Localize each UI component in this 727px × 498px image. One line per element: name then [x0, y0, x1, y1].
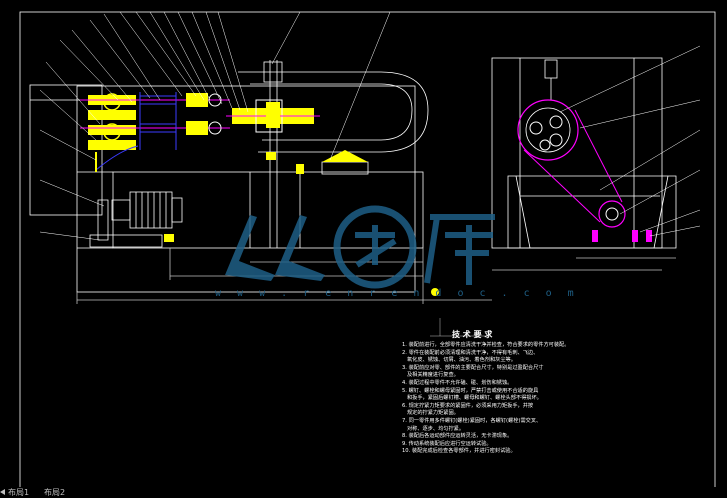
technical-requirement-item: 10. 装配完成后检查各零部件，并进行密封试验。: [402, 448, 516, 455]
machine-bed: [112, 171, 424, 249]
technical-requirement-item: 6. 规定拧紧力矩要求的紧固件，必须采用力矩扳手，并按: [402, 402, 534, 409]
technical-requirement-item: 对称、逐步、均匀拧紧。: [402, 425, 465, 432]
watermark-url: w w w . r e n r e n d o c . c o m: [215, 288, 579, 299]
side-base: [507, 175, 677, 249]
tab-scroll-left-icon[interactable]: [0, 489, 5, 495]
technical-requirements-title: 技 术 要 求: [452, 330, 493, 339]
layout-tab-bar: 布局1 布局2: [0, 487, 727, 498]
technical-requirement-item: 5. 螺钉、螺栓和螺母紧固时，严禁打击或使用不合适的旋具: [402, 387, 539, 394]
tab-layout-1[interactable]: 布局1: [8, 488, 30, 497]
technical-requirement-item: 9. 传动系统装配后应进行空运转试验。: [402, 440, 492, 447]
technical-requirement-item: 3. 装配前应对零、部件的主要配合尺寸，特别是过盈配合尺寸: [402, 364, 544, 371]
leader-lines: [39, 11, 391, 241]
technical-requirement-item: 2. 零件在装配前必须清理和清洗干净，不得有毛刺、飞边、: [402, 349, 539, 356]
tab-layout-2[interactable]: 布局2: [44, 488, 66, 497]
c-frame-arm: [238, 71, 429, 153]
side-leader-lines: [559, 45, 701, 237]
belt-upper: [574, 109, 623, 203]
technical-requirement-item: 1. 装配前进行，全部零件应清洗干净并检查，符合要求的零件方可装配。: [402, 342, 570, 348]
gear-assembly: [80, 92, 230, 172]
technical-requirement-item: 7. 同一零件用多件螺钉(螺栓)紧固时，各螺钉(螺栓)需交叉、: [402, 417, 542, 424]
belt-lower: [523, 149, 601, 223]
technical-requirement-item: 4. 装配过程中零件不允许磕、碰、划伤和锈蚀。: [402, 379, 513, 386]
large-pulley: [517, 99, 579, 161]
pulley-system: [517, 99, 652, 242]
side-housing: [491, 57, 663, 249]
technical-requirement-item: 和扳手，紧固后螺钉槽、螺母和螺钉、螺栓头部不得损坏。: [402, 395, 542, 402]
technical-requirements-list: 1. 装配前进行，全部零件应清洗干净并检查，符合要求的零件方可装配。2. 零件在…: [402, 342, 702, 456]
base-plate: [89, 234, 163, 248]
technical-requirement-item: 氧化皮、锈蚀、切屑、油污、着色剂和灰尘等。: [402, 357, 516, 364]
dimension-ticks: [430, 318, 490, 337]
spindle-head: [164, 99, 439, 296]
technical-requirement-item: 及相关精度进行复查。: [402, 372, 459, 379]
small-pulley: [598, 200, 626, 228]
technical-requirement-item: 8. 装配后各运动部件应运转灵活，无卡滞现象。: [402, 433, 513, 440]
technical-requirement-item: 规定的拧紧力矩紧固。: [402, 410, 459, 417]
base-frame: [76, 85, 416, 293]
